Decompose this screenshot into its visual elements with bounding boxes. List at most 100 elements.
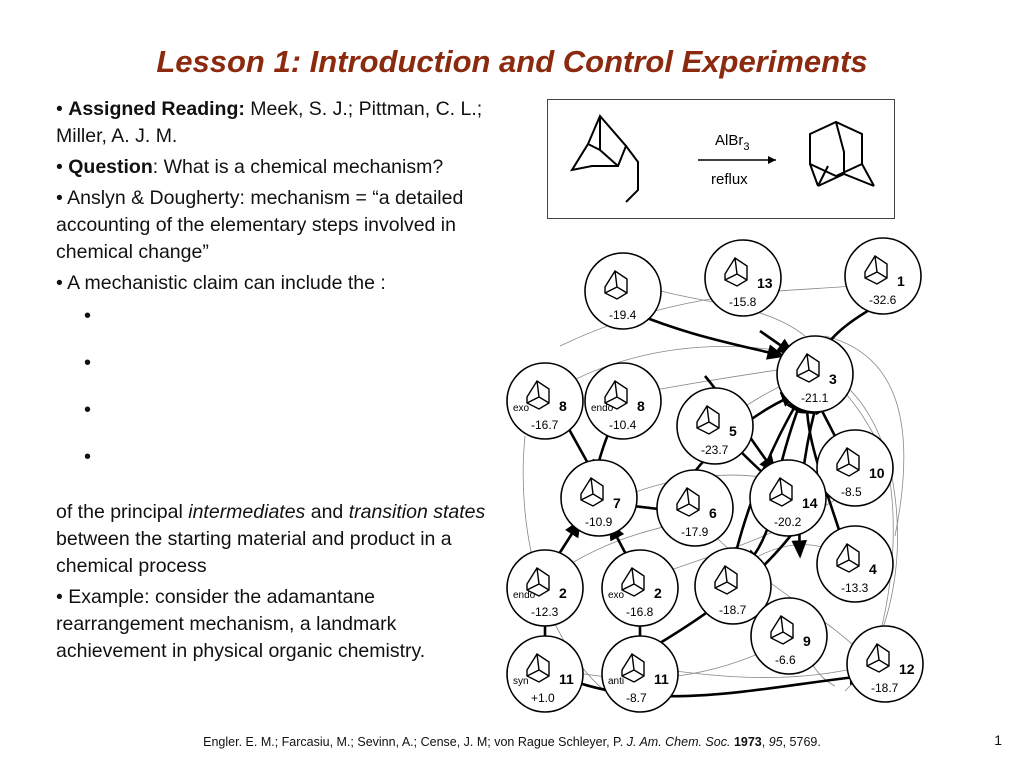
intermediates-text: intermediates (188, 501, 306, 523)
empty-bullet: • (84, 352, 92, 374)
intermediate-node: -6.6 9 (750, 597, 828, 675)
node-energy: -32.6 (869, 293, 897, 307)
intermediate-nodes: -19.4-15.813-32.61-21.13-16.78exo-10.48e… (506, 237, 924, 713)
bullet-list: • Assigned Reading: Meek, S. J.; Pittman… (56, 96, 496, 669)
node-energy: -12.3 (531, 605, 559, 619)
molecule-structure-icon (864, 255, 888, 285)
intermediate-node: -18.7 (694, 547, 772, 625)
empty-bullet: • (84, 399, 92, 421)
molecule-structure-icon (604, 380, 628, 410)
rearrangement-network-graph: -19.4-15.813-32.61-21.13-16.78exo-10.48e… (506, 237, 924, 713)
molecule-structure-icon (526, 653, 550, 683)
reaction-scheme: AlBr3 reflux (547, 99, 895, 219)
intermediate-node: -15.813 (704, 239, 782, 317)
page-number: 1 (994, 732, 1002, 748)
molecule-structure-icon (526, 567, 550, 597)
slide-title: Lesson 1: Introduction and Control Exper… (156, 44, 868, 79)
molecule-structure-icon (714, 565, 738, 595)
molecule-structure-icon (836, 543, 860, 573)
intermediate-node: -19.4 (584, 252, 662, 330)
node-number: 12 (899, 661, 915, 677)
intermediate-node: -21.13 (776, 335, 854, 413)
question-label: Question (68, 156, 153, 178)
intermediate-node: -12.32 endo (506, 549, 584, 627)
empty-sub-bullets: • • • • (84, 303, 496, 491)
question-bullet: • Question: What is a chemical mechanism… (56, 156, 444, 178)
node-number: 6 (709, 505, 717, 521)
molecule-structure-icon (621, 567, 645, 597)
node-number: 2 (559, 585, 567, 601)
node-energy: -10.9 (585, 515, 613, 529)
node-number: 13 (757, 275, 773, 291)
intermediate-node: -10.97 (560, 459, 638, 537)
node-number: 8 (637, 398, 645, 414)
claim-text: A mechanistic claim can include the : (67, 272, 386, 294)
molecule-structure-icon (724, 257, 748, 287)
node-prefix: endo (591, 403, 614, 414)
citation-volume: 95 (768, 735, 783, 749)
citation-pages: , 5769. (782, 735, 821, 749)
example-bullet: • Example: consider the adamantane rearr… (56, 586, 426, 662)
empty-bullet: • (84, 446, 92, 468)
node-number: 9 (803, 633, 811, 649)
intermediate-node: -17.96 (656, 469, 734, 547)
molecule-structure-icon (866, 643, 890, 673)
node-energy: -17.9 (681, 525, 709, 539)
node-prefix: endo (513, 590, 536, 601)
node-energy: -15.8 (729, 295, 757, 309)
condition-text: reflux (711, 171, 748, 188)
molecule-structure-icon (696, 405, 720, 435)
starting-material-structure (569, 114, 639, 203)
reaction-scheme-drawing: AlBr3 reflux (569, 114, 875, 203)
node-number: 11 (559, 671, 574, 687)
node-energy: -20.2 (774, 515, 802, 529)
anslyn-bullet: • Anslyn & Dougherty: mechanism = “a det… (56, 187, 464, 263)
adamantane-product-structure (809, 120, 875, 187)
transition-states-text: transition states (348, 501, 486, 523)
of-principal-text: of the principal (56, 501, 189, 523)
node-energy: -6.6 (775, 653, 796, 667)
node-energy: -18.7 (719, 603, 747, 617)
node-number: 2 (654, 585, 662, 601)
molecule-structure-icon (526, 380, 550, 410)
intermediate-node: -10.48 endo (584, 362, 662, 440)
anslyn-text: Anslyn & Dougherty: mechanism = “a detai… (56, 187, 464, 263)
intermediate-node: -18.712 (846, 625, 924, 703)
example-text: Example: consider the adamantane rearran… (56, 586, 426, 662)
node-energy: +1.0 (531, 691, 555, 705)
node-prefix: exo (513, 403, 530, 414)
node-energy: -8.5 (841, 485, 862, 499)
molecule-structure-icon (836, 447, 860, 477)
node-number: 8 (559, 398, 567, 414)
node-prefix: anti (608, 676, 624, 687)
node-prefix: exo (608, 590, 625, 601)
node-number: 14 (802, 495, 818, 511)
principal-paragraph: of the principal intermediates and trans… (56, 499, 496, 580)
node-energy: -19.4 (609, 308, 637, 322)
node-number: 4 (869, 561, 877, 577)
intermediate-node: -23.75 (676, 387, 754, 465)
molecule-structure-icon (770, 615, 794, 645)
molecule-structure-icon (604, 270, 628, 300)
arrow-head-icon (768, 156, 776, 164)
intermediate-node: -20.214 (749, 459, 827, 537)
node-number: 3 (829, 371, 837, 387)
molecule-structure-icon (676, 487, 700, 517)
node-energy: -23.7 (701, 443, 729, 457)
intermediate-node: +1.0 11 syn (506, 635, 584, 713)
molecule-structure-icon (769, 477, 793, 507)
reading-text: Meek, S. J.; Pittman, C. L.; Miller, A. … (56, 98, 483, 147)
node-energy: -16.7 (531, 418, 559, 432)
node-number: 5 (729, 423, 737, 439)
node-prefix: syn (513, 676, 529, 687)
claim-bullet: • A mechanistic claim can include the : (56, 272, 386, 294)
node-energy: -21.1 (801, 391, 829, 405)
citation-journal: J. Am. Chem. Soc. (626, 735, 731, 749)
assigned-reading-bullet: • Assigned Reading: Meek, S. J.; Pittman… (56, 98, 483, 147)
node-energy: -10.4 (609, 418, 637, 432)
molecule-structure-icon (580, 477, 604, 507)
molecule-structure-icon (796, 353, 820, 383)
empty-bullet: • (84, 305, 92, 327)
